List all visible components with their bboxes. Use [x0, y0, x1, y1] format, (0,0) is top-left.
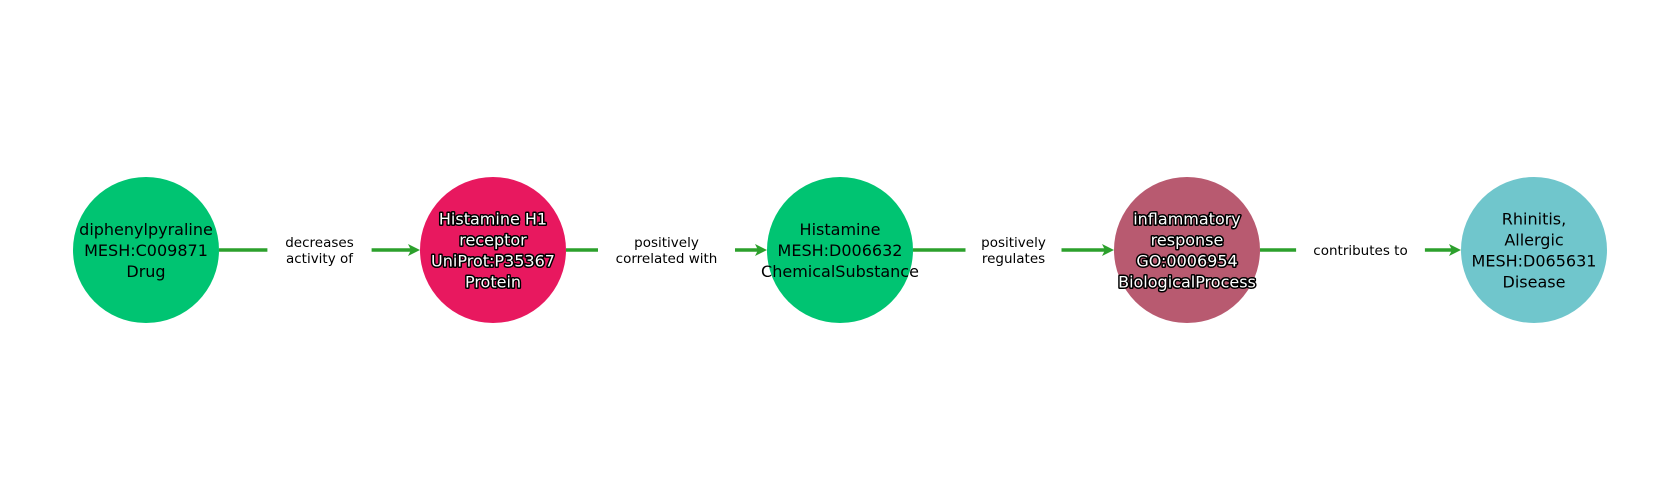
node-circle[interactable] — [767, 177, 913, 323]
arrowhead-icon — [1102, 244, 1114, 256]
edge-label: decreases — [285, 235, 354, 251]
node-label: MESH:D006632 — [778, 241, 903, 260]
node-label: MESH:C009871 — [84, 241, 208, 260]
node-label: GO:0006954 — [1136, 252, 1237, 271]
node-label: Allergic — [1504, 231, 1563, 250]
node-label: diphenylpyraline — [79, 220, 213, 239]
arrowhead-icon — [408, 244, 420, 256]
edge-label: regulates — [982, 251, 1045, 267]
edge-label: contributes to — [1313, 243, 1407, 259]
node-label: Protein — [465, 273, 521, 292]
node-label: inflammatory — [1133, 210, 1241, 229]
edge: contributes to — [1260, 243, 1461, 259]
node-label: Rhinitis, — [1502, 210, 1566, 229]
edge-label: positively — [981, 235, 1046, 251]
node-circle[interactable] — [1114, 177, 1260, 323]
graph-node[interactable]: inflammatory responseGO:0006954Biological… — [1114, 177, 1260, 323]
node-label: Disease — [1503, 273, 1566, 292]
edge-label: activity of — [286, 251, 354, 267]
node-label: MESH:D065631 — [1472, 252, 1597, 271]
node-circle[interactable] — [1461, 177, 1607, 323]
node-label: UniProt:P35367 — [431, 252, 555, 271]
arrowhead-icon — [755, 244, 767, 256]
graph-node[interactable]: Histamine H1 receptorUniProt:P35367Protei… — [420, 177, 566, 323]
arrowhead-icon — [1449, 244, 1461, 256]
edge-label: correlated with — [616, 251, 718, 267]
edge-label: positively — [634, 235, 699, 251]
node-label: receptor — [459, 231, 527, 250]
node-label: BiologicalProcess — [1118, 273, 1256, 292]
node-label: Histamine — [800, 220, 881, 239]
node-label: Drug — [126, 262, 165, 281]
node-label: ChemicalSubstance — [761, 262, 919, 281]
node-circle[interactable] — [420, 177, 566, 323]
node-label: Histamine H1 — [439, 210, 547, 229]
node-label: response — [1151, 231, 1224, 250]
node-circle[interactable] — [73, 177, 219, 323]
